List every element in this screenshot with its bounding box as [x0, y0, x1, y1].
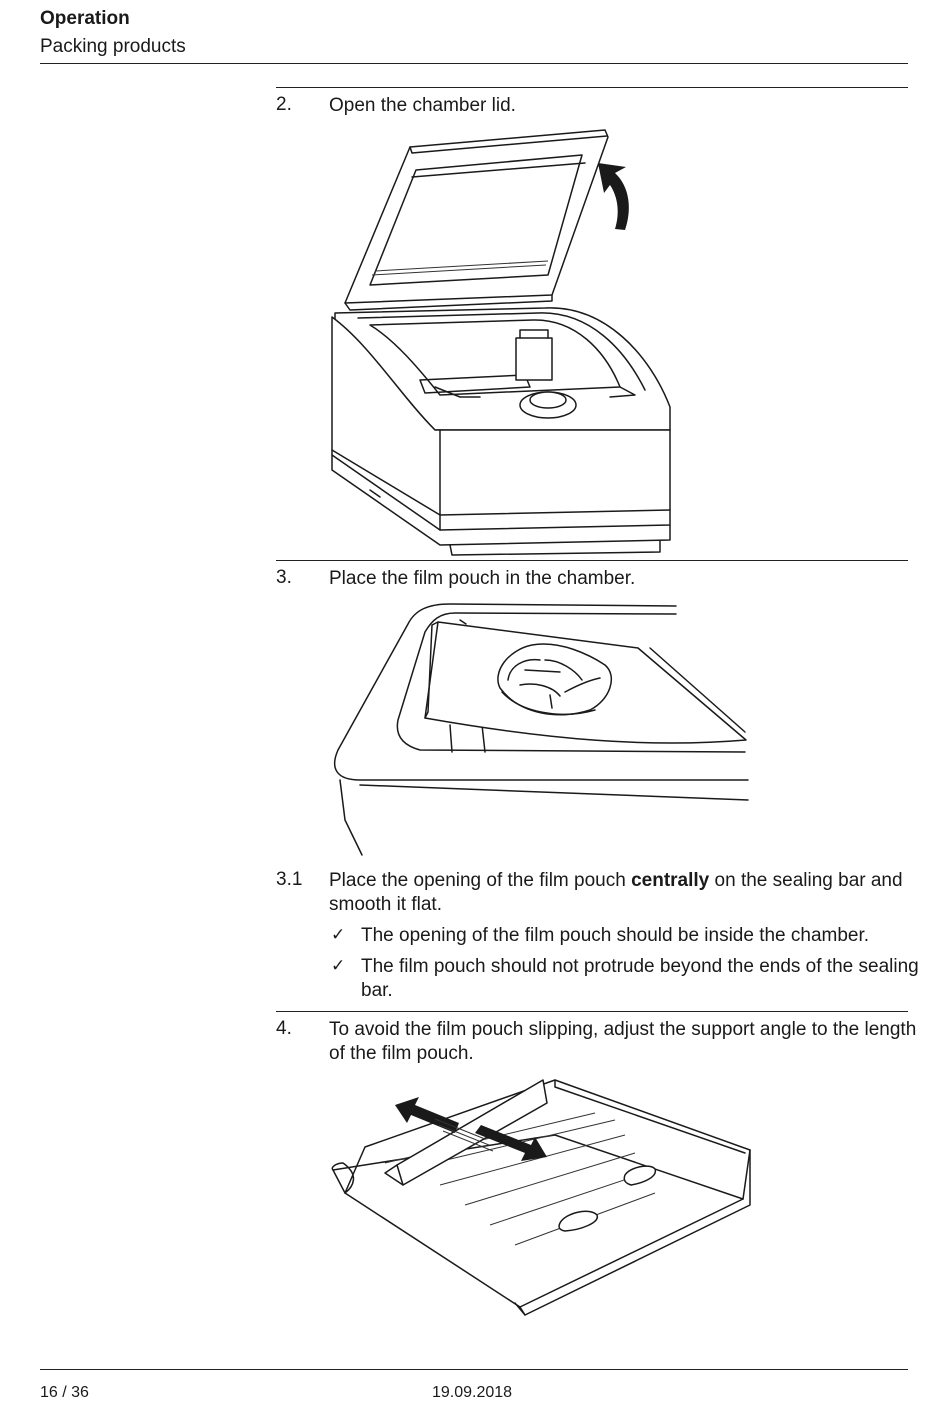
page-number: 16 / 36 — [40, 1384, 89, 1401]
header-divider — [40, 63, 908, 64]
step-divider — [276, 87, 908, 88]
step-text: Place the film pouch in the chamber. — [329, 568, 636, 589]
footer-divider — [40, 1369, 908, 1370]
check-icon: ✓ — [331, 925, 346, 944]
step-text-part: Place the opening of the film pouch — [329, 870, 632, 891]
step-number: 4. — [276, 1018, 292, 1039]
step-divider — [276, 1011, 908, 1012]
vacuum-machine-open-lid-illustration — [331, 129, 671, 556]
step-divider — [276, 560, 908, 561]
step-number: 3.1 — [276, 869, 303, 890]
check-icon: ✓ — [331, 956, 346, 975]
step-text-part: on the sealing bar and smooth it flat. — [329, 870, 903, 915]
section-subtitle: Packing products — [40, 36, 186, 57]
step-number: 2. — [276, 94, 292, 115]
step-text: Place the opening of the film pouch cent… — [329, 869, 919, 917]
film-pouch-in-chamber-illustration — [333, 603, 749, 856]
step-text: Open the chamber lid. — [329, 95, 516, 116]
check-result-text: The film pouch should not protrude beyon… — [361, 956, 919, 1001]
support-angle-illustration — [331, 1079, 751, 1316]
step-text: To avoid the film pouch slipping, adjust… — [329, 1019, 917, 1064]
check-result-text: The opening of the film pouch should be … — [361, 925, 870, 946]
document-date: 19.09.2018 — [432, 1384, 513, 1401]
step-number: 3. — [276, 567, 292, 588]
section-title: Operation — [40, 8, 130, 29]
step-text-emphasis: centrally — [631, 870, 710, 891]
